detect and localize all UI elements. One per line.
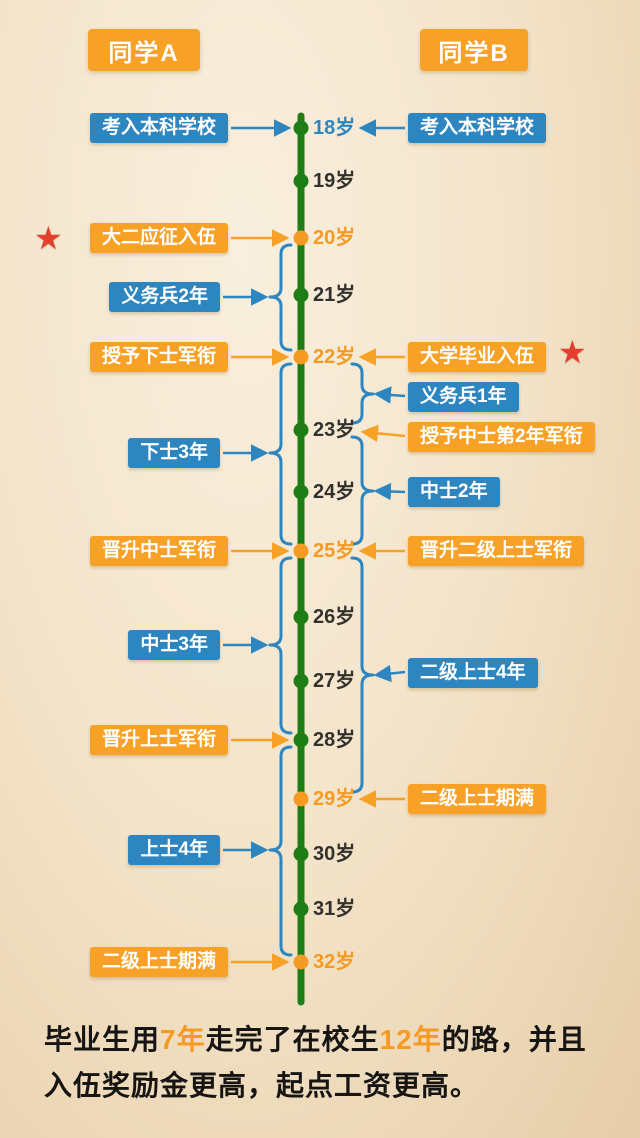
footer-text-line1: 毕业生用7年走完了在校生12年的路，并且 xyxy=(44,1018,587,1058)
star-icon-a: ★ xyxy=(34,220,63,256)
timeline-dot-27 xyxy=(293,673,309,689)
age-label-25: 25岁 xyxy=(313,540,356,562)
arrow-b-second-staff-4y xyxy=(373,664,406,683)
age-label-29: 29岁 xyxy=(313,788,356,810)
timeline-dot-20 xyxy=(293,230,309,246)
brace-a-conscript-2y xyxy=(268,243,293,352)
age-label-21: 21岁 xyxy=(313,284,356,306)
timeline-dot-32 xyxy=(293,954,309,970)
brace-b-conscript-1y xyxy=(350,362,375,425)
event-b-term-end: 二级上士期满 xyxy=(408,784,547,814)
age-label-26: 26岁 xyxy=(313,606,356,628)
arrow-b-conscript-1y xyxy=(373,386,406,404)
timeline-dot-24 xyxy=(293,484,309,500)
event-b-enlist-graduate: 大学毕业入伍 xyxy=(408,342,547,372)
brace-a-sergeant-3y xyxy=(268,556,293,735)
event-b-second-staff-rank: 晋升二级上士军衔 xyxy=(408,536,585,566)
event-b-enroll-college: 考入本科学校 xyxy=(408,113,547,143)
event-a-enroll-college: 考入本科学校 xyxy=(89,113,228,143)
timeline-dot-21 xyxy=(293,287,309,303)
event-a-corporal-3y: 下士3年 xyxy=(128,438,220,468)
age-label-20: 20岁 xyxy=(313,227,356,249)
timeline-dot-18 xyxy=(293,120,309,136)
student-b-header: 同学B xyxy=(420,29,528,71)
timeline-dot-19 xyxy=(293,173,309,189)
event-a-staff-rank: 晋升上士军衔 xyxy=(89,725,228,755)
event-a-sergeant-rank: 晋升中士军衔 xyxy=(89,536,228,566)
timeline-dot-23 xyxy=(293,422,309,438)
footer-segment-highlight: 12年 xyxy=(379,1024,442,1055)
event-b-conscript-1y: 义务兵1年 xyxy=(408,382,519,412)
timeline-dot-22 xyxy=(293,349,309,365)
timeline-dot-29 xyxy=(293,791,309,807)
arrow-b-sergeant-rank xyxy=(360,424,406,443)
timeline-dot-30 xyxy=(293,846,309,862)
event-b-sergeant-rank: 授予中士第2年军衔 xyxy=(408,422,595,452)
footer-segment: 毕业生用 xyxy=(44,1024,161,1055)
timeline-dot-28 xyxy=(293,732,309,748)
footer-segment-highlight: 7年 xyxy=(160,1024,206,1055)
footer-text-line2: 入伍奖励金更高，起点工资更高。 xyxy=(44,1070,480,1101)
age-label-27: 27岁 xyxy=(313,670,356,692)
age-label-22: 22岁 xyxy=(313,346,356,368)
arrow-b-sergeant-2y xyxy=(373,482,406,501)
brace-a-corporal-3y xyxy=(268,362,293,546)
age-label-32: 32岁 xyxy=(313,951,356,973)
brace-a-staff-sergeant-4y xyxy=(268,745,293,957)
brace-b-second-staff-4y xyxy=(350,556,375,794)
star-icon-b: ★ xyxy=(558,334,587,370)
footer-segment: 走完了在校生 xyxy=(205,1024,380,1055)
age-label-30: 30岁 xyxy=(313,843,356,865)
event-a-enlist-sophomore: 大二应征入伍 xyxy=(89,223,228,253)
timeline-dot-31 xyxy=(293,901,309,917)
event-a-sergeant-3y: 中士3年 xyxy=(128,630,220,660)
timeline-dot-26 xyxy=(293,609,309,625)
event-b-second-staff-4y: 二级上士4年 xyxy=(408,658,538,688)
footer-segment: 的路，并且 xyxy=(441,1024,587,1055)
age-label-28: 28岁 xyxy=(313,729,356,751)
student-a-header: 同学A xyxy=(88,29,200,71)
event-a-term-end: 二级上士期满 xyxy=(89,947,228,977)
age-label-31: 31岁 xyxy=(313,898,356,920)
timeline-dot-25 xyxy=(293,543,309,559)
event-b-sergeant-2y: 中士2年 xyxy=(408,477,500,507)
age-label-23: 23岁 xyxy=(313,419,356,441)
age-label-18: 18岁 xyxy=(313,117,356,139)
age-label-24: 24岁 xyxy=(313,481,356,503)
event-a-corporal-rank: 授予下士军衔 xyxy=(89,342,228,372)
age-label-19: 19岁 xyxy=(313,170,356,192)
event-a-conscript-2y: 义务兵2年 xyxy=(109,282,220,312)
event-a-staff-4y: 上士4年 xyxy=(128,835,220,865)
